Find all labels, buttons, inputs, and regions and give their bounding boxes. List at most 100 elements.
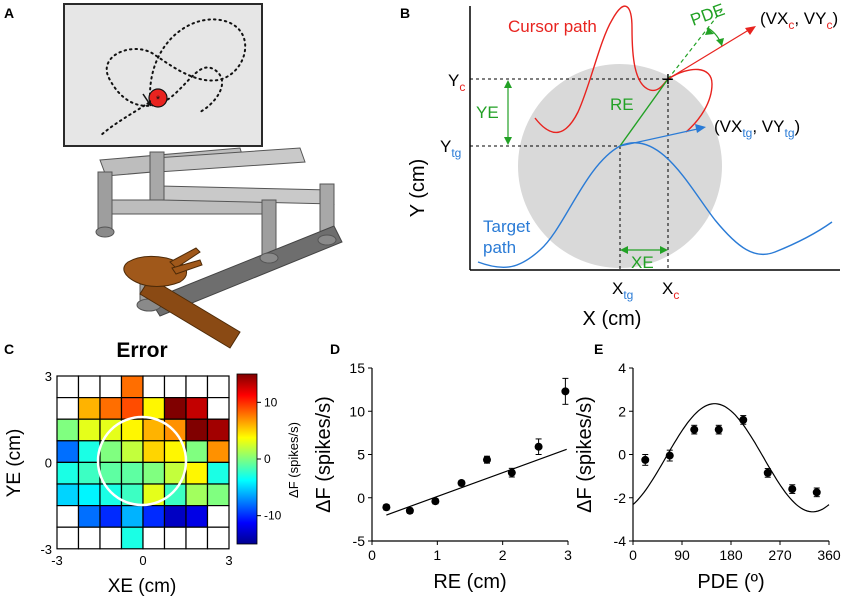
cursor-path-label: Cursor path bbox=[508, 17, 597, 36]
motion-arrowhead-icon bbox=[146, 100, 151, 106]
panel-a: A * bbox=[4, 3, 343, 349]
x-tick-label: 0 bbox=[368, 547, 376, 563]
heatmap-cell bbox=[56, 397, 80, 420]
x-tick-label: 270 bbox=[768, 547, 792, 563]
data-point bbox=[507, 468, 516, 477]
ye-arrowhead-top-icon bbox=[504, 80, 512, 88]
y-tick-label: 15 bbox=[349, 360, 365, 376]
heatmap-cell bbox=[185, 418, 209, 442]
xe-arrowhead-right-icon bbox=[660, 246, 668, 254]
ye-arrowhead-bottom-icon bbox=[504, 137, 512, 145]
heatmap-cell bbox=[206, 461, 230, 485]
target-velocity-arrow bbox=[619, 127, 703, 147]
panel-b-label: B bbox=[400, 5, 410, 21]
pde-arrowhead-icon bbox=[716, 38, 724, 46]
y-axis-label: ΔF (spikes/s) bbox=[313, 396, 335, 513]
y-tick-label: -4 bbox=[614, 533, 627, 549]
yc-label: Yc bbox=[448, 71, 465, 94]
heatmap-cell bbox=[77, 418, 101, 442]
heatmap-cell bbox=[163, 505, 187, 528]
cursor-velocity-label: (VXc, VYc) bbox=[760, 9, 838, 32]
colorbar-tick-label: 0 bbox=[264, 452, 271, 466]
heatmap-cell bbox=[56, 461, 80, 485]
heatmap-cell bbox=[77, 375, 101, 399]
target-path bbox=[477, 142, 833, 269]
panel-d-label: D bbox=[330, 341, 340, 357]
colorbar-ticks: 10 0 -10 bbox=[257, 395, 282, 523]
heatmap-cell bbox=[163, 397, 187, 420]
heatmap-cell bbox=[99, 505, 123, 528]
data-point bbox=[457, 479, 466, 488]
target-dot bbox=[148, 88, 168, 108]
heatmap-cell bbox=[185, 505, 209, 528]
monitor-screen bbox=[63, 3, 263, 147]
colorbar-tick-label: 10 bbox=[264, 395, 278, 409]
heatmap-cell bbox=[99, 375, 123, 399]
pde-arrowhead2-icon bbox=[705, 28, 714, 35]
y-tick-label: 0 bbox=[618, 447, 626, 463]
heatmap-cell bbox=[120, 418, 144, 442]
heatmap-cell bbox=[56, 418, 80, 442]
heatmap-cell bbox=[185, 397, 209, 420]
heatmap-cell bbox=[77, 526, 101, 550]
heatmap-x-tick: 0 bbox=[139, 553, 146, 568]
x-tick-label: 180 bbox=[719, 547, 743, 563]
x-tick-label: 2 bbox=[499, 547, 507, 563]
y-tick-label: 2 bbox=[618, 403, 626, 419]
heatmap-cell bbox=[206, 483, 230, 507]
data-point bbox=[690, 425, 699, 434]
target-velocity-label: (VXtg, VYtg) bbox=[714, 117, 800, 140]
pde-label: PDE bbox=[688, 0, 727, 30]
data-point bbox=[788, 485, 797, 494]
data-point bbox=[763, 468, 772, 477]
xc-label: Xc bbox=[662, 279, 679, 302]
colorbar-tick-label: -10 bbox=[264, 509, 282, 523]
xe-arrowhead-left-icon bbox=[620, 246, 628, 254]
heatmap-cell bbox=[120, 440, 144, 463]
cursor-plus-icon: + bbox=[662, 69, 674, 91]
x-tick-label: 360 bbox=[817, 547, 841, 563]
heatmap-cell bbox=[206, 526, 230, 550]
x-axis-label: RE (cm) bbox=[433, 571, 506, 593]
heatmap-cell bbox=[142, 461, 166, 485]
heatmap-cell bbox=[77, 397, 101, 420]
heatmap-x-axis-label: XE (cm) bbox=[108, 576, 177, 597]
heatmap-title: Error bbox=[116, 339, 167, 362]
heatmap-y-tick: 3 bbox=[45, 369, 52, 384]
data-point bbox=[812, 488, 821, 497]
trajectory-dotted-path bbox=[106, 18, 247, 113]
heatmap-cell bbox=[142, 505, 166, 528]
re-extension bbox=[667, 9, 723, 80]
target-velocity-arrowhead-icon bbox=[695, 124, 706, 133]
heatmap-x-tick: 3 bbox=[225, 553, 232, 568]
heatmap-cell bbox=[185, 526, 209, 550]
heatmap-cell bbox=[120, 505, 144, 528]
b-y-axis-label: Y (cm) bbox=[407, 159, 429, 218]
data-point bbox=[534, 442, 543, 451]
heatmap-y-tick: 0 bbox=[45, 455, 52, 470]
heatmap-cell bbox=[206, 375, 230, 399]
heatmap-cell bbox=[142, 526, 166, 550]
manipulandum bbox=[95, 147, 343, 317]
colorbar-label: ΔF (spikes/s) bbox=[286, 422, 301, 498]
heatmap-cell bbox=[99, 397, 123, 420]
data-point bbox=[561, 387, 570, 396]
heatmap-cell bbox=[206, 505, 230, 528]
y-tick-label: -2 bbox=[614, 490, 627, 506]
panel-a-label: A bbox=[4, 5, 14, 21]
data-point bbox=[482, 455, 491, 464]
heatmap-cell bbox=[99, 440, 123, 463]
y-tick-label: -5 bbox=[353, 533, 366, 549]
ytg-label: Ytg bbox=[440, 137, 461, 160]
data-point bbox=[665, 451, 674, 460]
heatmap-cell bbox=[163, 483, 187, 507]
heatmap-cell bbox=[206, 440, 230, 463]
heatmap-cell bbox=[163, 418, 187, 442]
x-tick-label: 1 bbox=[433, 547, 441, 563]
re-label: RE bbox=[610, 95, 634, 114]
heatmap-cell bbox=[56, 483, 80, 507]
heatmap-cell bbox=[206, 397, 230, 420]
